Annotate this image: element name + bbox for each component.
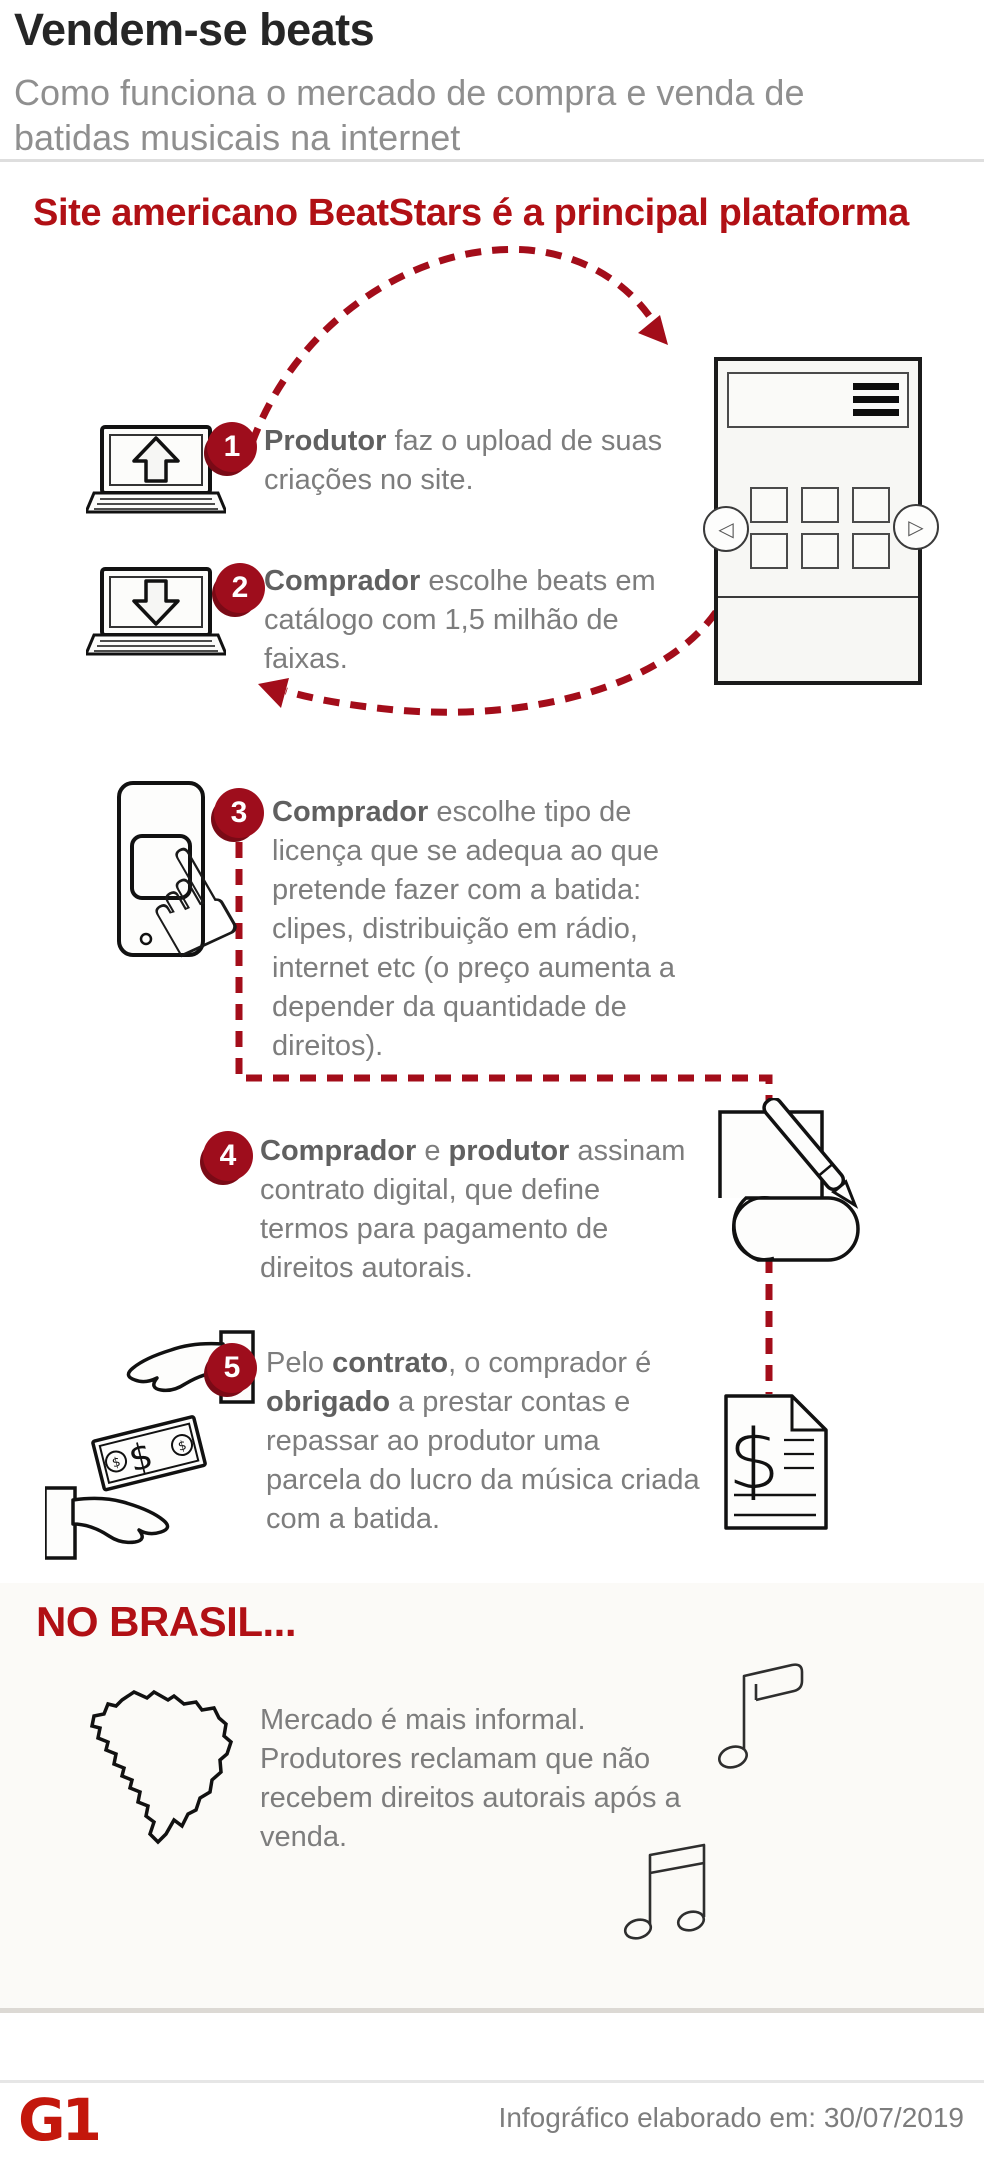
step-2-badge: 2 bbox=[215, 563, 265, 613]
credit-text: Infográfico elaborado em: 30/07/2019 bbox=[498, 2102, 964, 2133]
svg-text:$: $ bbox=[728, 1413, 780, 1508]
mockup-grid-tile bbox=[852, 487, 890, 523]
step-4-badge: 4 bbox=[203, 1131, 253, 1181]
laptop-download-icon bbox=[86, 567, 226, 656]
g1-logo: G1 bbox=[18, 2086, 102, 2154]
header-divider bbox=[0, 159, 984, 162]
beatstars-site-mockup bbox=[714, 357, 922, 685]
contract-pen-icon bbox=[718, 1098, 860, 1262]
dollar-invoice-icon: $ bbox=[724, 1394, 828, 1530]
carousel-right-arrow-icon: ▷ bbox=[893, 504, 939, 550]
step-5-badge: 5 bbox=[207, 1343, 257, 1393]
brazil-section-text: Mercado é mais informal.Produtores recla… bbox=[260, 1704, 681, 1853]
hamburger-menu-icon bbox=[853, 383, 899, 422]
svg-text:$: $ bbox=[111, 1455, 123, 1472]
laptop-upload-icon bbox=[86, 425, 226, 514]
mockup-grid-tile bbox=[750, 487, 788, 523]
step-1-badge: 1 bbox=[207, 422, 257, 472]
brazil-map-icon bbox=[89, 1689, 234, 1845]
mockup-grid-tile bbox=[801, 533, 839, 569]
page-subtitle: Como funciona o mercado de compra e vend… bbox=[14, 72, 805, 158]
brazil-section-background bbox=[0, 1583, 984, 2013]
mockup-header-bar bbox=[727, 372, 909, 428]
double-music-note-icon bbox=[623, 1843, 706, 1940]
svg-text:$: $ bbox=[177, 1438, 189, 1455]
brazil-section-heading: NO BRASIL... bbox=[36, 1598, 297, 1645]
mockup-grid-tile bbox=[801, 487, 839, 523]
mockup-grid-tile bbox=[750, 533, 788, 569]
mockup-footer-divider bbox=[718, 596, 918, 598]
mockup-grid-tile bbox=[852, 533, 890, 569]
section-headline: Site americano BeatStars é a principal p… bbox=[33, 192, 909, 234]
smartphone-icon bbox=[117, 781, 205, 957]
step-3-badge: 3 bbox=[214, 788, 264, 838]
music-note-icon bbox=[718, 1663, 804, 1769]
page-title: Vendem-se beats bbox=[14, 4, 375, 55]
carousel-left-arrow-icon: ◁ bbox=[703, 506, 749, 552]
footer-divider bbox=[0, 2080, 984, 2083]
